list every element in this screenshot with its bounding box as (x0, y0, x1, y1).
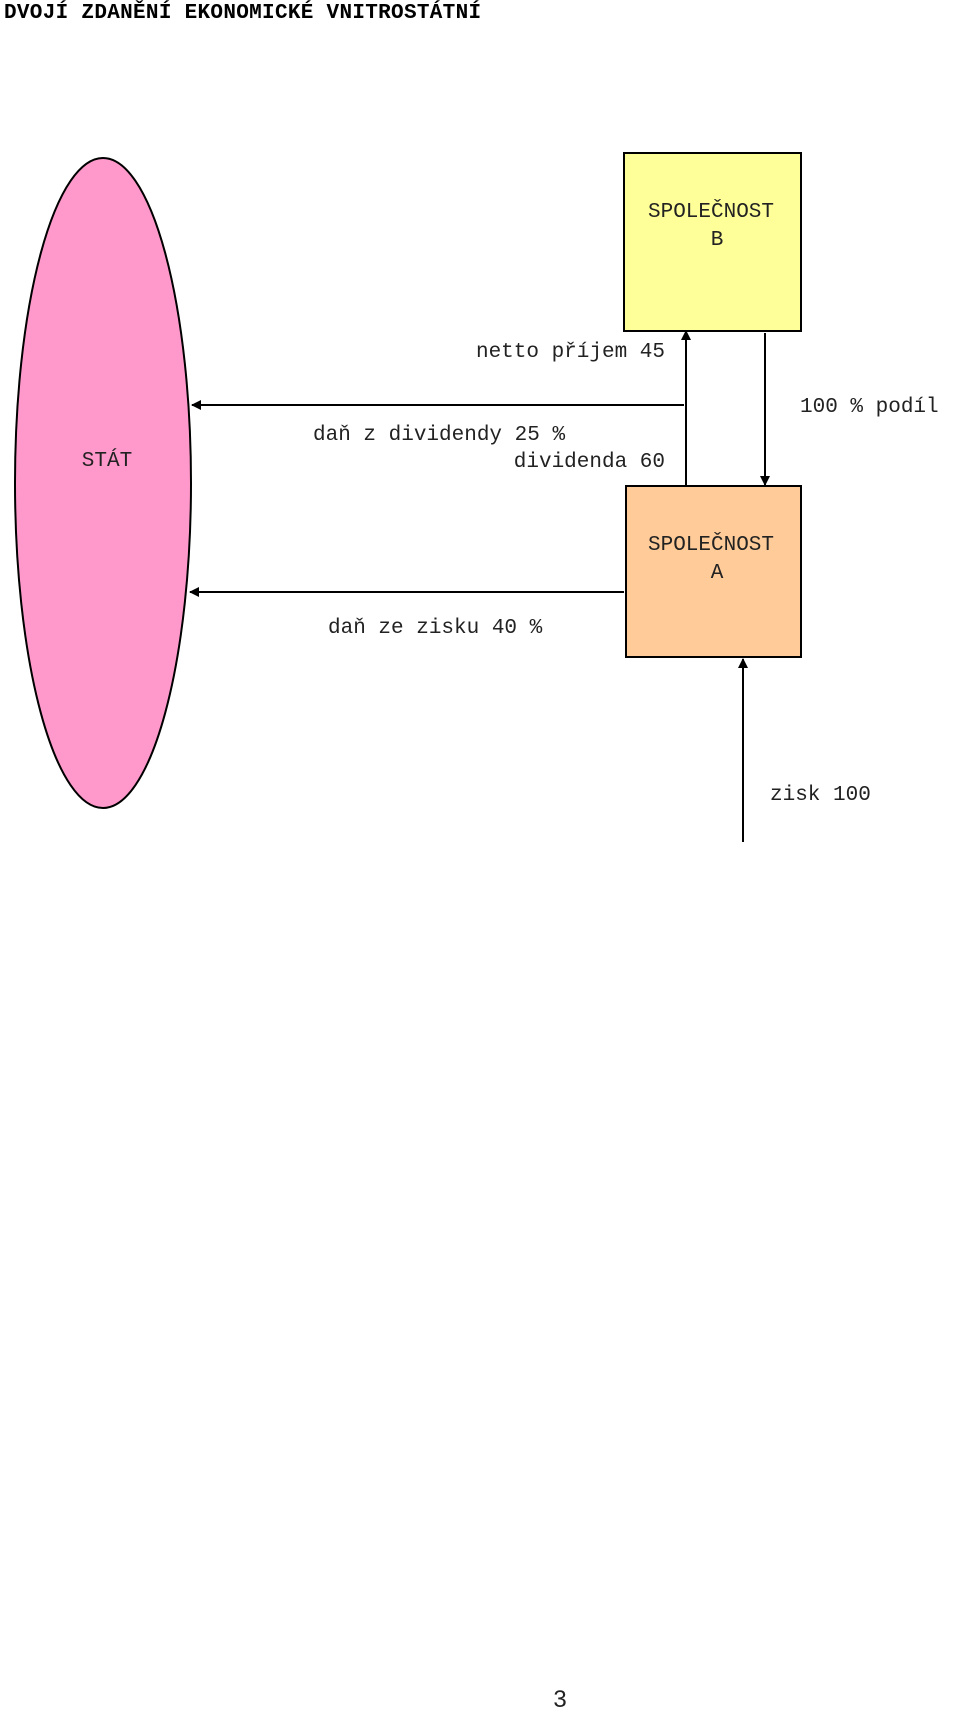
company-b-label-line2: B (711, 229, 724, 252)
company-b-box (623, 152, 802, 332)
state-ellipse (14, 157, 192, 809)
state-label: STÁT (82, 449, 132, 473)
net-income-label: netto příjem 45 (476, 341, 665, 364)
company-b-label-line1: SPOLEČNOST (648, 200, 774, 224)
dividend-tax-label: daň z dividendy 25 % (313, 424, 565, 447)
profit-tax-label: daň ze zisku 40 % (328, 617, 543, 640)
page-title: DVOJÍ ZDANĚNÍ EKONOMICKÉ VNITROSTÁTNÍ (4, 2, 482, 25)
company-a-label-line2: A (711, 562, 724, 585)
company-a-label-line1: SPOLEČNOST (648, 533, 774, 557)
company-a-box (625, 485, 802, 658)
share-label: 100 % podíl (800, 396, 939, 419)
page-number: 3 (553, 1686, 567, 1713)
profit-label: zisk 100 (770, 784, 871, 807)
dividend-label: dividenda 60 (514, 451, 665, 474)
